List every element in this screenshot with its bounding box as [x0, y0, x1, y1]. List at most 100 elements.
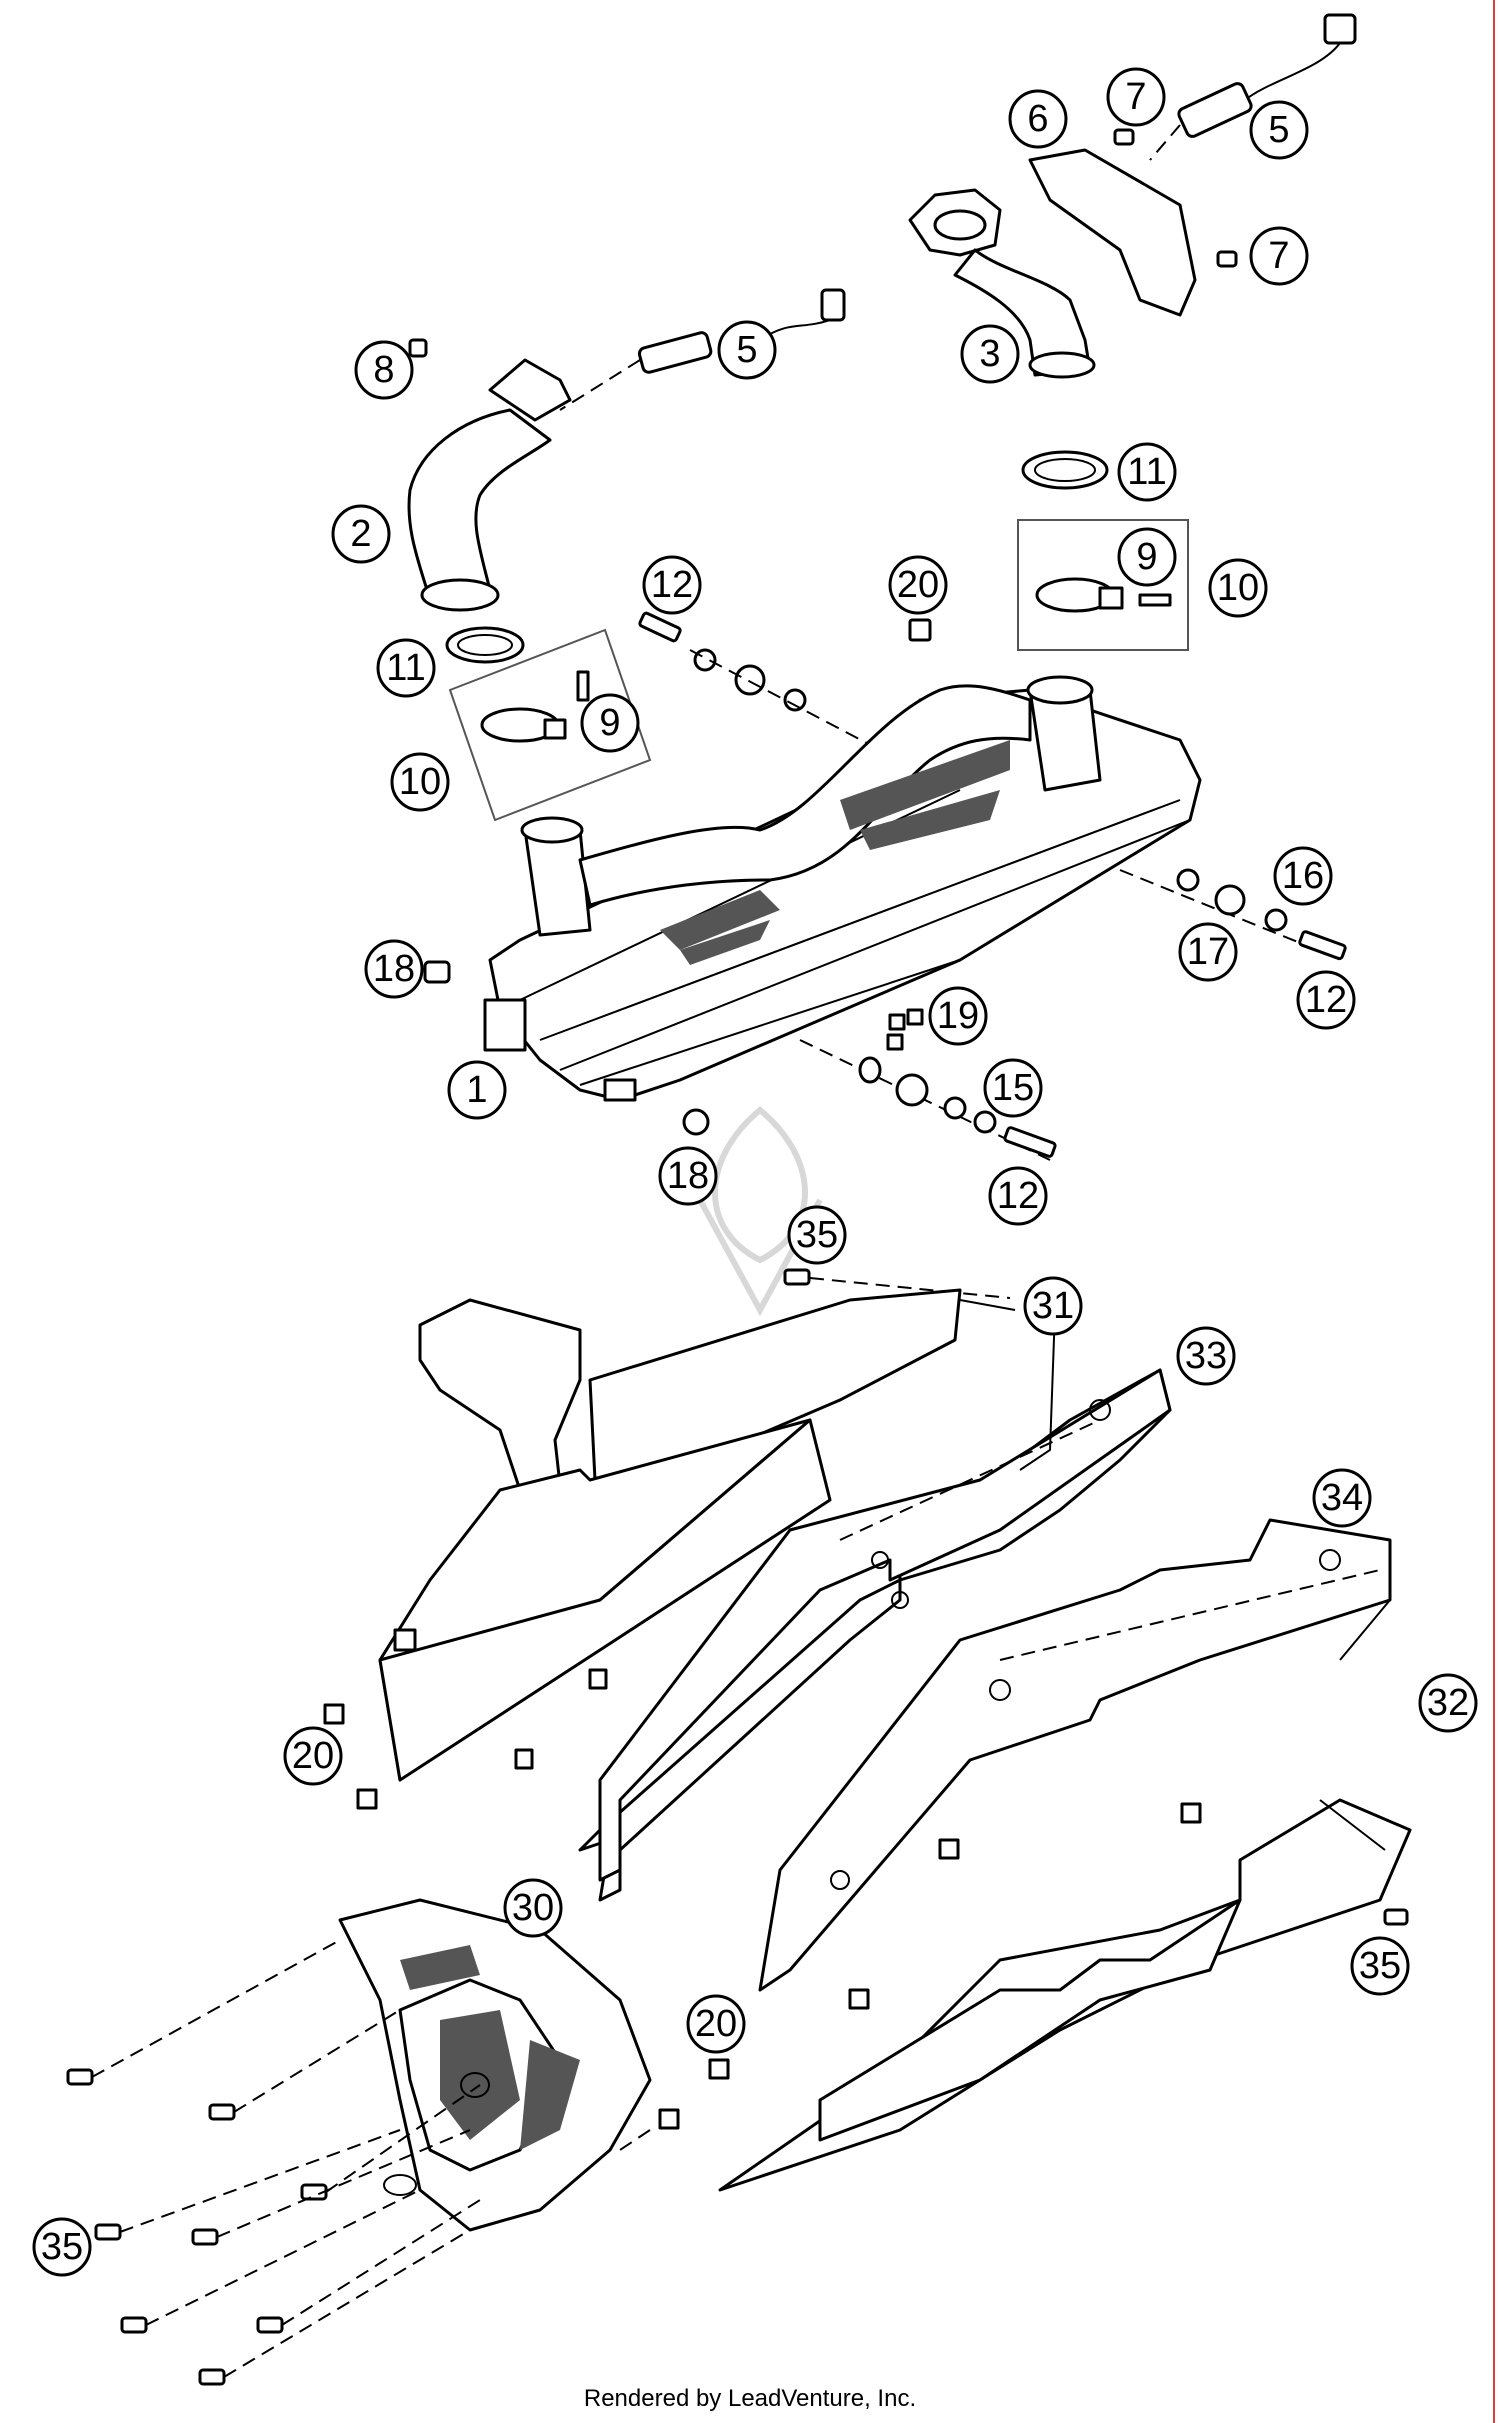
svg-text:15: 15 [992, 1067, 1034, 1109]
callout-10-left: 10 [390, 752, 450, 812]
svg-text:6: 6 [1027, 98, 1048, 140]
callout-12-upper: 12 [642, 555, 702, 615]
nut-18-lower [682, 1108, 710, 1136]
svg-text:12: 12 [1305, 979, 1347, 1021]
callout-18-left: 18 [364, 939, 424, 999]
svg-text:12: 12 [997, 1175, 1039, 1217]
callout-19: 19 [928, 986, 988, 1046]
mounting-bolt-12-right [1119, 868, 1347, 961]
callout-6: 6 [1008, 89, 1068, 149]
callout-16: 16 [1273, 846, 1333, 906]
callout-11-right: 11 [1117, 442, 1177, 502]
svg-text:9: 9 [599, 702, 620, 744]
front-grille-30 [338, 1898, 652, 2232]
nut-clip-20-grille-a [708, 2058, 730, 2080]
callout-11-left: 11 [376, 638, 436, 698]
callout-9-right: 9 [1117, 527, 1177, 587]
side-cover-31 [378, 1288, 962, 1782]
callout-10-right: 10 [1208, 558, 1268, 618]
lower-cover-32 [718, 1798, 1412, 2192]
nut-clip-20-mid-b [514, 1748, 534, 1770]
callout-2: 2 [331, 504, 391, 564]
exhaust-header-2 [407, 358, 572, 612]
callout-31: 31 [1023, 1276, 1083, 1336]
svg-text:35: 35 [1359, 1945, 1401, 1987]
screw-8 [408, 338, 428, 358]
callout-35-right: 35 [1350, 1936, 1410, 1996]
svg-text:10: 10 [1217, 567, 1259, 609]
heat-protection-34 [758, 1518, 1392, 1992]
clamp-kit-10-left [448, 628, 652, 822]
callout-35-top: 35 [787, 1205, 847, 1265]
nut-18-left [423, 960, 451, 984]
svg-text:20: 20 [695, 2003, 737, 2045]
callout-35-bottom: 35 [32, 2217, 92, 2277]
screw-35-right [1383, 1908, 1409, 1926]
callout-5-left: 5 [717, 320, 777, 380]
svg-text:18: 18 [667, 1155, 709, 1197]
svg-text:11: 11 [1127, 451, 1166, 493]
svg-text:3: 3 [979, 333, 1000, 375]
callout-1: 1 [447, 1060, 507, 1120]
nut-clip-20-upper [908, 618, 932, 642]
svg-text:1: 1 [466, 1069, 487, 1111]
heat-protection-33 [578, 1368, 1172, 1902]
mounting-bolt-12-upper [638, 611, 881, 751]
svg-text:12: 12 [651, 564, 693, 606]
callout-33: 33 [1176, 1326, 1236, 1386]
callout-3: 3 [960, 324, 1020, 384]
svg-text:9: 9 [1136, 536, 1157, 578]
nut-clip-20-mid-a [588, 1668, 608, 1690]
screw-7-right [1216, 250, 1238, 268]
gasket-11-right [1021, 450, 1109, 490]
svg-text:20: 20 [897, 564, 939, 606]
svg-text:8: 8 [373, 349, 394, 391]
callout-17: 17 [1178, 922, 1238, 982]
svg-text:17: 17 [1187, 931, 1229, 973]
svg-text:32: 32 [1427, 1682, 1469, 1724]
screw-35-top [783, 1268, 1011, 1299]
callout-15: 15 [983, 1058, 1043, 1118]
oxygen-sensor-upper [1149, 13, 1357, 161]
svg-text:16: 16 [1282, 855, 1324, 897]
svg-text:19: 19 [937, 995, 979, 1037]
callout-20-left: 20 [283, 1726, 343, 1786]
svg-text:33: 33 [1185, 1335, 1227, 1377]
callout-30: 30 [503, 1878, 563, 1938]
svg-text:7: 7 [1268, 235, 1289, 277]
footer-credit: Rendered by LeadVenture, Inc. [583, 2385, 917, 2412]
callout-8: 8 [354, 340, 414, 400]
callout-34: 34 [1312, 1468, 1372, 1528]
screws-35-grille [66, 1939, 651, 2386]
nut-clip-20-left-b [356, 1788, 378, 1810]
svg-text:11: 11 [386, 647, 425, 689]
svg-text:2: 2 [350, 513, 371, 555]
callout-7-right: 7 [1249, 226, 1309, 286]
callout-12-right: 12 [1296, 970, 1356, 1030]
svg-text:5: 5 [1268, 109, 1289, 151]
callout-20-grille: 20 [686, 1994, 746, 2054]
leader-lines [959, 1299, 1391, 1851]
callout-12-lower: 12 [988, 1166, 1048, 1226]
callout-32: 32 [1418, 1673, 1478, 1733]
svg-text:7: 7 [1125, 76, 1146, 118]
muffler-1 [483, 675, 1202, 1102]
clamp-kit-10-right [1017, 519, 1189, 651]
svg-text:35: 35 [41, 2226, 83, 2268]
heat-shield-6 [1028, 148, 1197, 317]
callout-20-upper: 20 [888, 555, 948, 615]
svg-text:18: 18 [373, 948, 415, 990]
callout-7-top: 7 [1106, 67, 1166, 127]
exhaust-header-3 [908, 188, 1096, 379]
oxygen-sensor-lower [559, 288, 846, 411]
nut-clip-20-grille-b [658, 2108, 680, 2130]
callout-18-lower: 18 [658, 1146, 718, 1206]
callout-9-left: 9 [580, 693, 640, 753]
svg-text:30: 30 [512, 1887, 554, 1929]
svg-text:35: 35 [796, 1214, 838, 1256]
svg-text:31: 31 [1032, 1285, 1074, 1327]
svg-text:10: 10 [399, 761, 441, 803]
svg-text:20: 20 [292, 1735, 334, 1777]
nut-clip-20-left-a [323, 1703, 345, 1725]
